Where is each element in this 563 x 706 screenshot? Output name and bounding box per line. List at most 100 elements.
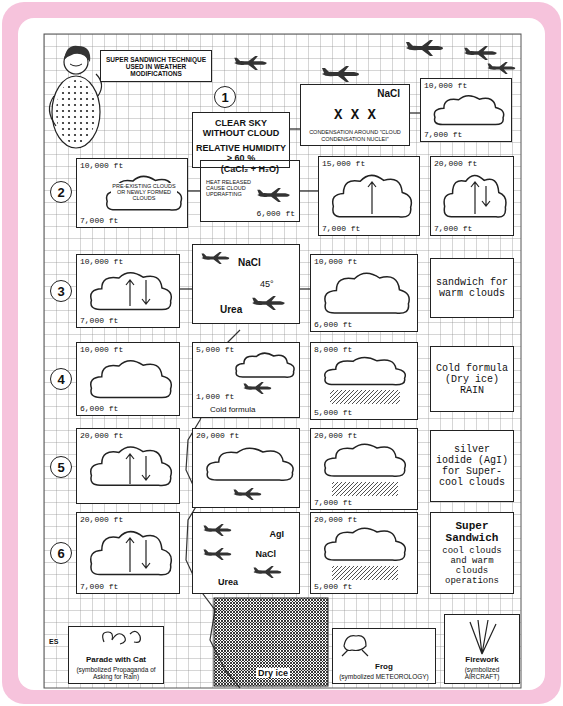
step-number-circle: 2: [50, 181, 72, 203]
box-text: 7,000 ft: [433, 224, 473, 233]
cloud: [325, 528, 406, 560]
step-number-circle: 3: [50, 280, 72, 302]
box-text: AgI: [269, 529, 286, 539]
callout-number: 3: [57, 284, 64, 299]
box-text: 7,000 ft: [313, 498, 353, 507]
box-text: 20,000 ft: [313, 431, 358, 440]
box-text: 7,000 ft: [79, 316, 119, 325]
box-text: 20,000 ft: [79, 515, 124, 524]
box-ground: [192, 244, 300, 324]
box-text: 7,000 ft: [79, 582, 119, 591]
box-ground: [200, 160, 300, 222]
cloud: [107, 176, 182, 210]
box-text: NaCl: [376, 88, 401, 99]
box-text: cool clouds and warm clouds operations: [434, 546, 510, 586]
panel-box: 20,000 ft: [192, 428, 300, 508]
box-ground: [332, 628, 436, 684]
panel-box: 10,000 ft7,000 ft: [420, 78, 512, 142]
box-ground: [76, 342, 180, 416]
panel-box: Parade with Cat (symbolized Propaganda of…: [68, 626, 164, 684]
rain: [330, 390, 400, 404]
box-ground: [430, 258, 514, 318]
box-text: NaCl: [254, 549, 277, 559]
panel-box: Super Sandwichcool clouds and warm cloud…: [430, 512, 514, 594]
updraft-arrows: [126, 182, 490, 572]
figure-dress-dots: [56, 80, 96, 144]
connector-line: [180, 288, 192, 289]
figure-mouth: [70, 64, 82, 66]
panel-box: 20,000 ft 7,000 ft: [310, 428, 418, 510]
panel-box: (CaCl₂ + H₂O)HEAT RELEASED CAUSE CLOUD U…: [200, 160, 300, 222]
box-text: 45°: [259, 279, 275, 289]
box-ground: [310, 342, 418, 420]
box-text: 7,000 ft: [423, 130, 463, 139]
airplane: [254, 566, 282, 578]
box-ground: [300, 84, 410, 146]
box-text: PRE-EXISTING CLOUDS OR NEWLY FORMED CLOU…: [111, 183, 177, 201]
step-number-circle: 4: [50, 368, 72, 390]
box-text: Super Sandwich: [434, 520, 510, 544]
box-text: Parade with Cat: [86, 655, 146, 664]
rain-goddess-figure: [49, 46, 101, 148]
cloud: [333, 175, 412, 217]
arrow-up-down: [126, 538, 150, 572]
box-ground: [420, 78, 512, 142]
airplane: [488, 62, 516, 74]
box-text: Firework: [465, 655, 498, 664]
connector-line: [188, 190, 200, 191]
arrow-up: [368, 182, 376, 214]
panel-box: Firework(symbolized AIRCRAFT): [444, 614, 520, 684]
box-text: 5,000 ft: [313, 582, 353, 591]
callout-number: 6: [57, 546, 64, 561]
connector-line: [300, 288, 310, 289]
cloud: [91, 361, 172, 398]
box-text: Cold formula (Dry ice) RAIN: [434, 363, 510, 396]
cloud: [325, 444, 406, 476]
box-text: 20,000 ft: [79, 431, 124, 440]
panel-box: 20,000 ft 7,000 ft: [76, 512, 180, 594]
connector-line: [410, 112, 420, 113]
step-number-circle: 1: [214, 86, 236, 108]
panel-box: 20,000 ft: [76, 428, 180, 504]
cloud: [325, 273, 409, 313]
dry-ice-hatch: [214, 598, 328, 686]
airplane: [234, 56, 266, 70]
cloud: [236, 353, 294, 377]
figure-arms: [49, 74, 101, 126]
cloud: [444, 175, 506, 217]
box-text: Frog: [375, 662, 393, 671]
box-ground: [76, 254, 180, 328]
arrow-up-down: [471, 182, 490, 214]
box-text: Urea: [219, 304, 243, 315]
connector-line: [290, 128, 300, 129]
box-grounds: [68, 78, 520, 684]
box-ground: [192, 512, 300, 594]
box-text: 7,000 ft: [321, 224, 361, 233]
airplane: [204, 524, 232, 536]
box-text: sandwich for warm clouds: [434, 277, 510, 299]
box-ground: [192, 428, 300, 508]
rain: [332, 566, 398, 580]
cloud: [325, 358, 406, 385]
box-text: (symbolized Propaganda of Asking for Rai…: [72, 666, 160, 680]
box-text: Urea: [217, 577, 239, 587]
box-text: 5,000 ft: [195, 345, 235, 354]
box-ground: [310, 512, 418, 594]
box-ground: [444, 614, 520, 684]
arrow-up-down: [126, 280, 150, 306]
airplane: [244, 382, 272, 394]
box-text: 10,000 ft: [313, 257, 358, 266]
panel-box: Frog(symbolized METEOROLOGY): [332, 628, 436, 684]
arrow-up-down: [126, 454, 150, 484]
panel-box: 10,000 ft7,000 ft: [76, 254, 180, 328]
airplane: [202, 252, 230, 264]
free-label: ES: [47, 638, 60, 645]
frog-symbol: [342, 636, 368, 656]
box-text: 6,000 ft: [79, 404, 119, 413]
figure-body: [52, 76, 100, 148]
box-ground: [318, 156, 420, 236]
box-text: 6,000 ft: [313, 320, 353, 329]
box-text: CLEAR SKY WITHOUT CLOUD: [196, 118, 286, 138]
diagram-title: SUPER SANDWICH TECHNIQUE USED IN WEATHER…: [103, 56, 209, 77]
airplane: [234, 488, 262, 500]
